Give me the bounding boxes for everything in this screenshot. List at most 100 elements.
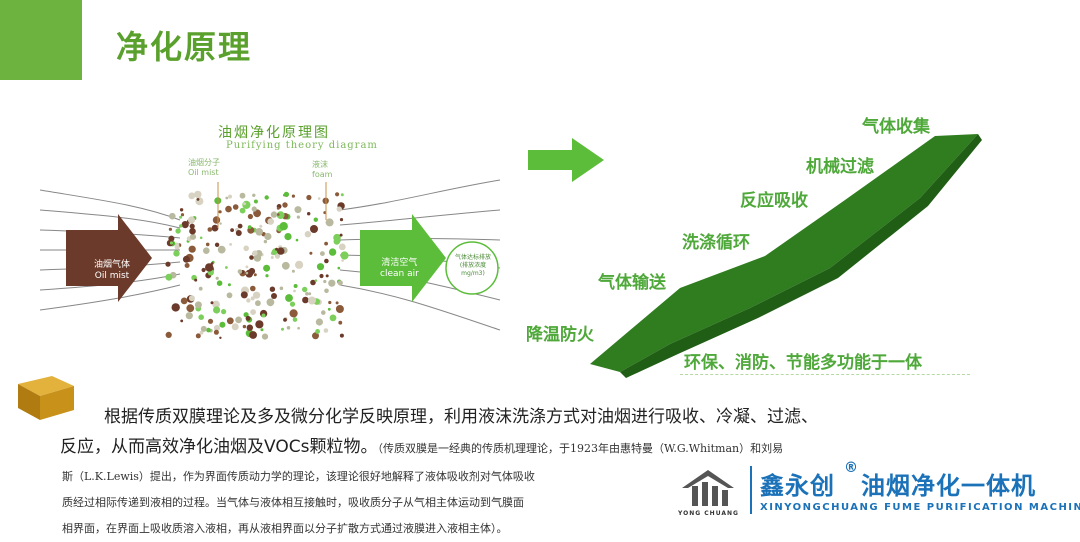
particle-dot (230, 228, 235, 232)
particle-dot (306, 194, 312, 201)
particle-dot (282, 202, 288, 208)
input-label: 油烟气体 Oil mist (94, 260, 131, 281)
particle-dot (179, 208, 184, 212)
particle-dot (341, 259, 344, 262)
steps-ribbon (590, 134, 982, 378)
particle-dot (310, 279, 316, 286)
particle-dot (194, 301, 202, 309)
particle-dot (180, 213, 185, 217)
brand-name-cn: 鑫永创油烟净化一体机 (760, 472, 1036, 500)
particle-dot (295, 260, 304, 269)
particle-dot (212, 300, 220, 309)
particle-dot (277, 213, 280, 216)
particle-dot (250, 309, 256, 315)
particle-dot (292, 317, 298, 322)
particle-dot (289, 309, 298, 318)
particle-dot (336, 206, 342, 212)
particle-dot (324, 288, 329, 294)
particle-dot (337, 280, 343, 286)
particle-dot (305, 292, 309, 296)
particle-dot (203, 247, 210, 254)
particle-dot (246, 324, 253, 331)
particle-dot (212, 216, 221, 224)
particle-dot (320, 251, 325, 256)
particle-dot (277, 247, 285, 255)
particle-dot (255, 228, 263, 236)
particle-dot (313, 217, 318, 222)
particle-dot (213, 329, 219, 335)
outlet-note: 气体达标排放 (排放浓度 mg/m3) (454, 254, 491, 277)
purifying-diagram-graphic (40, 179, 501, 340)
particle-dot (207, 227, 213, 232)
particle-dot (283, 318, 287, 322)
particle-dot (189, 223, 195, 229)
particle-dot (198, 286, 203, 291)
particle-dot (263, 264, 271, 272)
particle-dot (206, 327, 211, 333)
particle-dot (205, 242, 210, 247)
particle-dot (248, 267, 256, 275)
particle-dot (317, 197, 321, 200)
diagram-subtitle: Purifying theory diagram (226, 140, 378, 151)
particle-dot (213, 324, 221, 332)
particle-dot (253, 199, 258, 204)
particle-dot (252, 193, 256, 197)
particle-dot (308, 296, 316, 305)
particle-dot (261, 313, 266, 318)
particle-dot (225, 266, 228, 269)
particle-dot (188, 245, 196, 253)
particle-dot (199, 236, 203, 240)
particle-dot (235, 316, 243, 324)
particle-dot (250, 285, 256, 292)
particle-dot (339, 233, 343, 237)
particle-dot (293, 284, 298, 288)
particle-dot (312, 332, 319, 340)
note-line-1: 斯（L.K.Lewis）提出，作为界面传质动力学的理论，该理论很好地解释了液体吸… (62, 470, 535, 483)
step-reaction-absorption: 反应吸收 (740, 191, 808, 211)
particle-dot (165, 273, 173, 281)
particle-dot (225, 205, 232, 213)
particle-dot (266, 298, 275, 307)
divider-dashed (680, 374, 970, 375)
particle-dot (242, 324, 247, 329)
particle-dot (264, 232, 272, 241)
particle-dot (227, 283, 231, 287)
particle-dot (315, 318, 323, 326)
particle-dot (310, 225, 318, 233)
particle-dot (276, 206, 280, 210)
particle-dot (269, 286, 276, 292)
particle-dot (240, 291, 248, 299)
particle-dot (252, 250, 258, 256)
particle-dot (251, 206, 257, 212)
particle-dot (181, 221, 189, 229)
brand-name-en: XINYONGCHUANG FUME PURIFICATION MACHINE (760, 502, 1080, 513)
multifunction-label: 环保、消防、节能多功能于一体 (684, 353, 922, 373)
particle-dot (340, 251, 349, 260)
particle-dot (217, 245, 226, 254)
particle-dot (229, 243, 233, 246)
output-label: 清洁空气 clean air (380, 258, 419, 279)
particle-dot (274, 253, 281, 259)
step-wash-circulation: 洗涤循环 (682, 233, 750, 253)
cube-icon (18, 376, 74, 420)
particle-dot (255, 320, 264, 329)
particle-dot (242, 200, 251, 209)
particle-dot (205, 263, 214, 272)
particle-dot (249, 255, 254, 260)
particle-dot (232, 204, 239, 210)
logo-text: YONG CHUANG (678, 510, 739, 517)
particle-dot (291, 194, 295, 198)
particle-dot (324, 258, 329, 264)
particle-dot (281, 327, 284, 331)
particle-dot (337, 266, 341, 270)
particle-dot (245, 271, 249, 275)
particle-dot (308, 292, 312, 296)
particle-dot (165, 261, 171, 267)
particle-dot (180, 319, 184, 323)
particle-dot (289, 301, 296, 307)
particle-dot (228, 194, 232, 199)
particle-dot (321, 310, 326, 315)
particle-dot (314, 279, 318, 282)
particle-dot (189, 233, 197, 240)
page-title: 净化原理 (116, 28, 253, 66)
